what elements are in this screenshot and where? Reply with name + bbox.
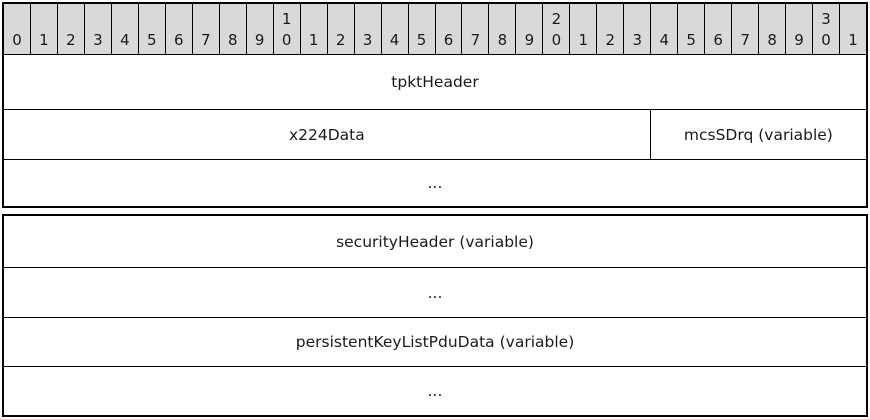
bit-ruler-cell-11: 1: [299, 4, 327, 54]
field-continuation-ellipsis: ...: [427, 382, 443, 400]
bit-ruler-cell-8: 8: [218, 4, 246, 54]
bit-ruler-cell-15: 5: [407, 4, 435, 54]
bit-ruler-cell-10: 1 0: [272, 4, 300, 54]
bit-ruler-cell-29: 9: [785, 4, 812, 54]
field-continuation-ellipsis: ...: [427, 174, 443, 192]
field-row-continuation-1: ...: [4, 159, 866, 206]
field-row-securityheader: securityHeader (variable): [4, 216, 866, 267]
bit-ruler-cell-3: 3: [83, 4, 111, 54]
field-row-tpktheader: tpktHeader: [4, 54, 866, 109]
bit-ruler-cell-30: 3 0: [812, 4, 839, 54]
bit-ruler-cell-9: 9: [245, 4, 273, 54]
bit-ruler-cell-2: 2: [56, 4, 84, 54]
bit-ruler-cell-0: 0: [12, 31, 22, 49]
bit-ruler-cell-20: 2 0: [542, 4, 569, 54]
bit-ruler-cell-19: 9: [515, 4, 542, 54]
bit-ruler-cell-24: 4: [650, 4, 677, 54]
field-mcssdrq: mcsSDrq (variable): [649, 110, 866, 159]
bit-ruler-cell-17: 7: [461, 4, 488, 54]
bit-ruler-cell-21: 1: [569, 4, 596, 54]
bit-ruler-cell-26: 6: [704, 4, 731, 54]
field-tpktheader: tpktHeader: [391, 73, 479, 91]
field-persistentkeylistpdudata: persistentKeyListPduData (variable): [295, 333, 575, 351]
packet-table-top: 0 1 2 3 4 5 6 7 8 9 1 0 1 2 3 4 5 6 7 8 …: [2, 2, 868, 208]
bit-ruler-cell-27: 7: [731, 4, 758, 54]
field-row-x224data-mcssdrq: x224Data mcsSDrq (variable): [4, 109, 866, 159]
bit-ruler-cell-12: 2: [326, 4, 354, 54]
bit-ruler-cell-13: 3: [353, 4, 381, 54]
field-row-continuation-3: ...: [4, 366, 866, 415]
field-securityheader: securityHeader (variable): [336, 232, 534, 251]
bit-ruler-cell-4: 4: [110, 4, 138, 54]
bit-ruler-cell-22: 2: [596, 4, 623, 54]
bit-ruler-cell-23: 3: [623, 4, 650, 54]
bit-ruler-cell-31: 1: [839, 4, 866, 54]
bit-ruler: 0 1 2 3 4 5 6 7 8 9 1 0 1 2 3 4 5 6 7 8 …: [4, 4, 866, 54]
bit-ruler-cell-5: 5: [137, 4, 165, 54]
field-x224data: x224Data: [288, 125, 365, 144]
field-row-continuation-2: ...: [4, 267, 866, 317]
packet-table-bottom: securityHeader (variable) ... persistent…: [2, 214, 868, 417]
bit-ruler-cell-1: 1: [29, 4, 57, 54]
bit-ruler-cell-16: 6: [434, 4, 462, 54]
bit-ruler-cell-18: 8: [488, 4, 515, 54]
bit-ruler-cell-6: 6: [164, 4, 192, 54]
bit-ruler-cell-28: 8: [758, 4, 785, 54]
bit-ruler-cell-14: 4: [380, 4, 408, 54]
field-continuation-ellipsis: ...: [427, 283, 443, 302]
bit-ruler-cell-7: 7: [191, 4, 219, 54]
field-row-persistentkeylistpdudata: persistentKeyListPduData (variable): [4, 317, 866, 366]
bit-ruler-cell-25: 5: [677, 4, 704, 54]
